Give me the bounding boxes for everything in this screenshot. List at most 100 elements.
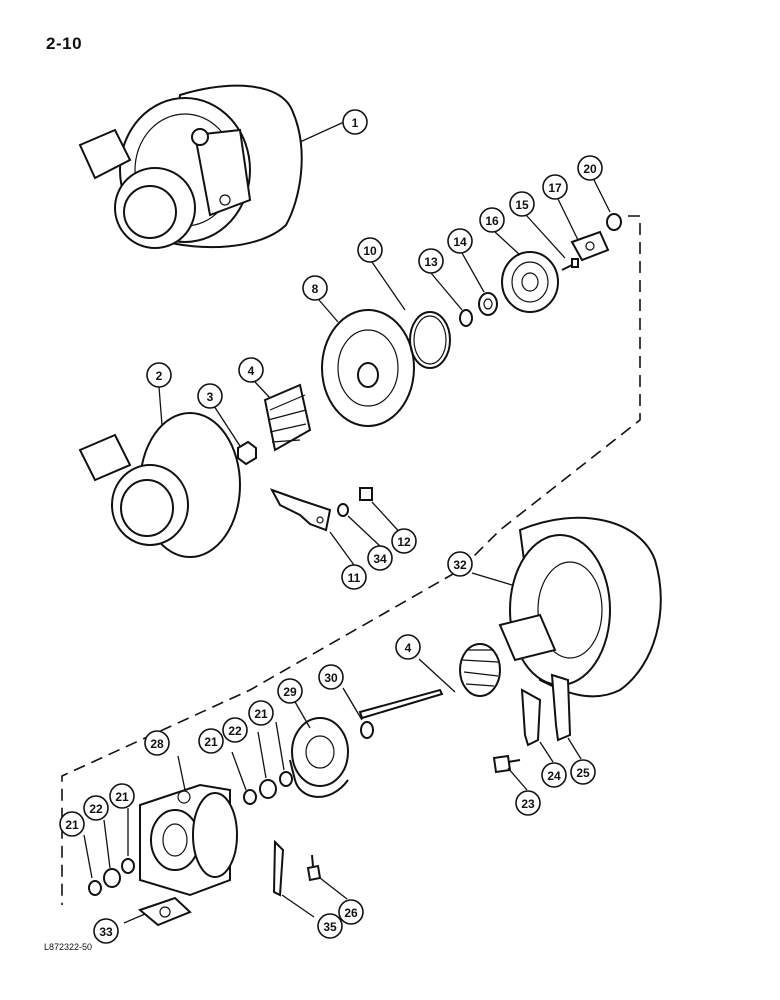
- callout-21: 21: [248, 700, 274, 726]
- assembly-path: [61, 215, 641, 905]
- callout-8: 8: [302, 275, 328, 301]
- callout-number: 23: [521, 797, 535, 811]
- callout-number: 10: [363, 244, 377, 258]
- callout-13: 13: [418, 248, 444, 274]
- callout-11: 11: [341, 564, 367, 590]
- callout-21: 21: [198, 728, 224, 754]
- callout-4: 4: [238, 357, 264, 383]
- gasket: [137, 896, 192, 927]
- callout-number: 22: [228, 724, 242, 738]
- callout-34: 34: [367, 545, 393, 571]
- center-housing: [139, 783, 238, 897]
- callout-number: 1: [352, 116, 359, 130]
- callout-number: 12: [397, 535, 411, 549]
- callout-30: 30: [318, 664, 344, 690]
- callout-2: 2: [146, 362, 172, 388]
- callout-17: 17: [542, 174, 568, 200]
- callout-number: 4: [248, 364, 255, 378]
- callout-number: 17: [548, 181, 562, 195]
- bolt: [492, 754, 512, 774]
- callout-number: 33: [99, 925, 113, 939]
- callout-3: 3: [197, 383, 223, 409]
- callout-25: 25: [570, 759, 596, 785]
- page-number: 2-10: [46, 34, 83, 53]
- clamp-plate: [520, 688, 542, 747]
- callout-4: 4: [395, 634, 421, 660]
- piston-ring: [360, 721, 374, 739]
- retaining-ring: [121, 858, 135, 874]
- callout-number: 8: [312, 282, 319, 296]
- callout-labels: 1234810131416151720113412324302921222128…: [59, 109, 603, 944]
- callout-number: 25: [576, 766, 590, 780]
- callout-1: 1: [342, 109, 368, 135]
- retaining-ring: [243, 789, 257, 805]
- callout-28: 28: [144, 730, 170, 756]
- o-ring: [409, 311, 451, 369]
- callout-number: 20: [583, 162, 597, 176]
- clamp-plate: [550, 673, 572, 742]
- callout-number: 24: [547, 769, 561, 783]
- callout-number: 30: [324, 671, 338, 685]
- callout-26: 26: [338, 899, 364, 925]
- nut: [237, 440, 257, 466]
- callout-number: 32: [453, 558, 467, 572]
- lock-washer: [337, 503, 349, 517]
- callout-35: 35: [317, 913, 343, 939]
- compressor-wheel: [263, 383, 312, 452]
- callout-number: 11: [348, 571, 361, 585]
- compressor-housing: [78, 412, 241, 558]
- callout-23: 23: [515, 790, 541, 816]
- callout-number: 29: [283, 685, 297, 699]
- lock-plate: [272, 839, 285, 897]
- thrust-collar: [478, 292, 498, 316]
- retaining-ring: [279, 771, 293, 787]
- callout-14: 14: [447, 228, 473, 254]
- seal-plate: [501, 251, 559, 313]
- callout-21: 21: [59, 811, 85, 837]
- callout-number: 26: [344, 906, 358, 920]
- thrust-bearing: [570, 230, 610, 262]
- callout-number: 2: [156, 369, 163, 383]
- bracket: [269, 488, 332, 532]
- journal-bearing: [259, 779, 277, 799]
- callout-number: 4: [405, 641, 412, 655]
- callout-29: 29: [277, 678, 303, 704]
- bolt: [306, 864, 322, 882]
- journal-bearing: [103, 868, 121, 888]
- callout-number: 14: [453, 235, 467, 249]
- seal-ring: [459, 309, 473, 327]
- callout-number: 22: [89, 802, 103, 816]
- turbocharger-assembly: [78, 84, 303, 249]
- callout-number: 15: [515, 198, 529, 212]
- bolt: [359, 487, 373, 501]
- callout-number: 16: [485, 214, 499, 228]
- callout-12: 12: [391, 528, 417, 554]
- callout-number: 3: [207, 390, 214, 404]
- shaft-and-turbine-wheel: [358, 643, 501, 720]
- lock-ring: [606, 213, 622, 231]
- callout-32: 32: [447, 551, 473, 577]
- heat-shield: [289, 717, 349, 798]
- turbine-housing: [498, 516, 662, 698]
- callout-number: 28: [150, 737, 164, 751]
- callout-number: 13: [424, 255, 438, 269]
- callout-22: 22: [222, 717, 248, 743]
- retaining-ring: [88, 880, 102, 896]
- callout-number: 21: [65, 818, 79, 832]
- callout-number: 21: [115, 790, 129, 804]
- callout-33: 33: [93, 918, 119, 944]
- compressor-backplate: [321, 309, 415, 427]
- callout-22: 22: [83, 795, 109, 821]
- callout-number: 21: [204, 735, 218, 749]
- callout-21: 21: [109, 783, 135, 809]
- callout-10: 10: [357, 237, 383, 263]
- callout-20: 20: [577, 155, 603, 181]
- callout-16: 16: [479, 207, 505, 233]
- figure-code: L872322-50: [44, 942, 93, 952]
- callout-number: 35: [323, 920, 337, 934]
- callout-number: 21: [254, 707, 268, 721]
- callout-number: 34: [373, 552, 387, 566]
- callout-15: 15: [509, 191, 535, 217]
- callout-24: 24: [541, 762, 567, 788]
